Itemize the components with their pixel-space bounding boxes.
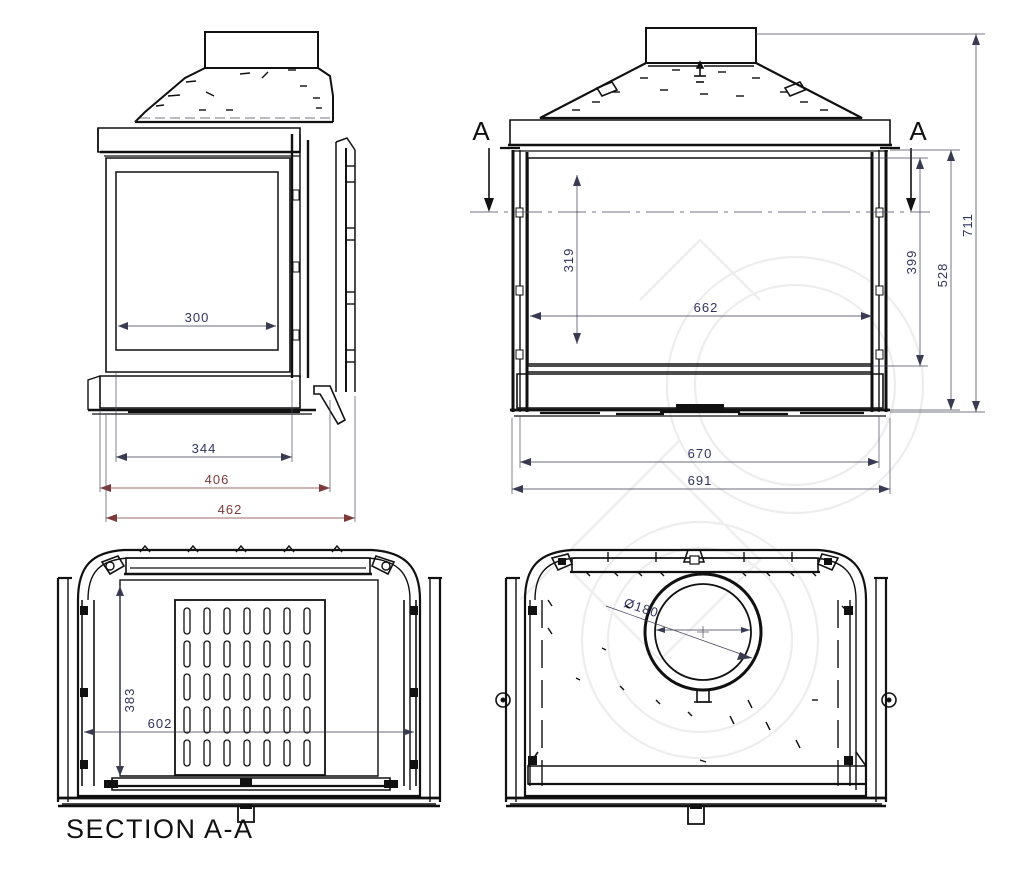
- top-bottom-band: [527, 751, 867, 786]
- section-view: 383 602 SECTION A-A: [56, 544, 442, 844]
- side-handle: [313, 137, 356, 426]
- dimension-399-label: 399: [904, 250, 919, 275]
- front-hood: [539, 60, 863, 120]
- side-view: 300 344 406: [87, 31, 356, 522]
- front-lintel: [500, 119, 900, 152]
- dimension-662-label: 662: [694, 300, 719, 315]
- dimension-462: 462: [105, 396, 356, 522]
- dimension-319-label: 319: [561, 248, 576, 273]
- front-glass-panel: [527, 157, 873, 365]
- section-marker-right-label: A: [909, 116, 927, 146]
- dimension-691-label: 691: [688, 473, 713, 488]
- dimension-344-label: 344: [192, 441, 217, 456]
- dimension-group-front: 319 662 670: [511, 33, 985, 494]
- section-caption: SECTION A-A: [66, 814, 254, 844]
- section-outer-shell: [56, 548, 442, 823]
- dimension-602: 602: [84, 716, 414, 735]
- section-top-rail: [124, 544, 372, 576]
- dimension-406-label: 406: [205, 472, 230, 487]
- dimension-383-label: 383: [122, 688, 137, 713]
- dimension-528: 528: [890, 149, 960, 411]
- dimension-399: 399: [872, 157, 928, 367]
- dimension-670: 670: [519, 416, 880, 468]
- top-view: Ø180: [495, 548, 897, 825]
- section-corner-brackets: [100, 555, 396, 576]
- side-glass-panel: [115, 171, 279, 351]
- side-body: [105, 157, 291, 373]
- dimension-691: 691: [511, 418, 891, 494]
- side-door-frame: [290, 134, 310, 378]
- top-corner-brackets: [550, 553, 840, 572]
- dimension-344: 344: [115, 372, 293, 462]
- dimension-670-label: 670: [688, 446, 713, 461]
- section-grate: [104, 777, 398, 791]
- side-base: [87, 375, 316, 415]
- front-body: [511, 150, 888, 412]
- section-baffle-plate: [174, 599, 326, 776]
- dimension-406: 406: [99, 400, 331, 492]
- front-base: [510, 373, 890, 417]
- dimension-662: 662: [530, 300, 872, 320]
- watermark: [519, 238, 925, 760]
- section-marker-left: A: [472, 116, 494, 212]
- dimension-528-label: 528: [935, 263, 950, 288]
- dimension-300: 300: [118, 310, 276, 330]
- dimension-462-label: 462: [218, 502, 243, 517]
- section-marker-right: A: [906, 116, 927, 212]
- side-hood: [134, 31, 334, 124]
- dimension-group-section: 383 602: [84, 586, 414, 776]
- dimension-602-label: 602: [148, 716, 173, 731]
- flue-opening: [643, 572, 763, 703]
- dimension-300-label: 300: [185, 310, 210, 325]
- top-edge-rail: [570, 549, 820, 574]
- dimension-383: 383: [116, 586, 137, 776]
- section-side-rails: [80, 600, 418, 786]
- dimension-group-side: 300 344 406: [99, 310, 356, 522]
- section-marker-left-label: A: [472, 116, 490, 146]
- front-view: A A 319 662: [470, 27, 985, 494]
- top-surface-texture: [547, 571, 847, 763]
- dimension-711: 711: [756, 33, 985, 413]
- dimension-711-label: 711: [960, 213, 975, 237]
- front-base-handle: [660, 404, 740, 414]
